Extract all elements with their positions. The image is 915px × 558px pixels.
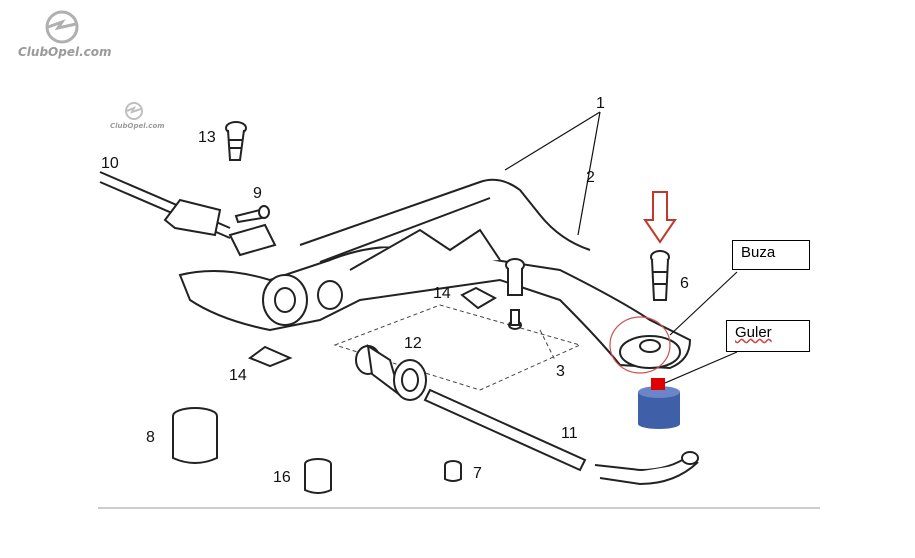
label-14a: 14: [433, 285, 451, 302]
callout-guler-text: Guler: [735, 324, 772, 341]
label-16: 16: [273, 469, 291, 486]
label-6: 6: [680, 275, 689, 292]
label-12: 12: [404, 335, 422, 352]
shaft-11: [423, 388, 699, 486]
label-3: 3: [556, 363, 565, 380]
callout-buza-text: Buza: [741, 244, 776, 261]
logo-text-small: ClubOpel.com: [110, 122, 165, 130]
red-arrow-icon: [643, 191, 677, 244]
bolt-9: [234, 205, 270, 224]
bolt-3: [505, 258, 525, 330]
nut-7: [444, 460, 462, 482]
blue-bushing: [638, 386, 680, 429]
sleeve-16: [304, 458, 332, 494]
red-marker: [651, 378, 665, 390]
label-2: 2: [586, 169, 595, 186]
callout-guler: Guler: [726, 320, 810, 352]
clip-14b: [247, 345, 293, 368]
label-13: 13: [198, 129, 216, 146]
boot-12: [355, 343, 427, 401]
label-9: 9: [253, 185, 262, 202]
highlight-circle: [609, 316, 671, 374]
crossmember-bushing: [262, 274, 343, 326]
callout-buza: Buza: [732, 240, 810, 270]
arm-mount: [619, 335, 681, 369]
bracket: [163, 198, 277, 257]
leader-lines: [504, 111, 738, 384]
label-1: 1: [596, 95, 605, 112]
clubopel-logo: ClubOpel.com: [18, 10, 112, 59]
bolt-13: [225, 121, 247, 161]
label-11: 11: [561, 425, 578, 442]
bolt-6: [650, 250, 670, 301]
label-10: 10: [101, 155, 119, 172]
clubopel-logo-small: ClubOpel.com: [110, 102, 165, 130]
sleeve-8: [172, 407, 218, 464]
logo-text: ClubOpel.com: [18, 45, 112, 59]
label-8: 8: [146, 429, 155, 446]
label-7: 7: [473, 465, 482, 482]
label-14b: 14: [229, 367, 247, 384]
clip-14a: [460, 286, 498, 310]
crossmember: [178, 178, 692, 370]
